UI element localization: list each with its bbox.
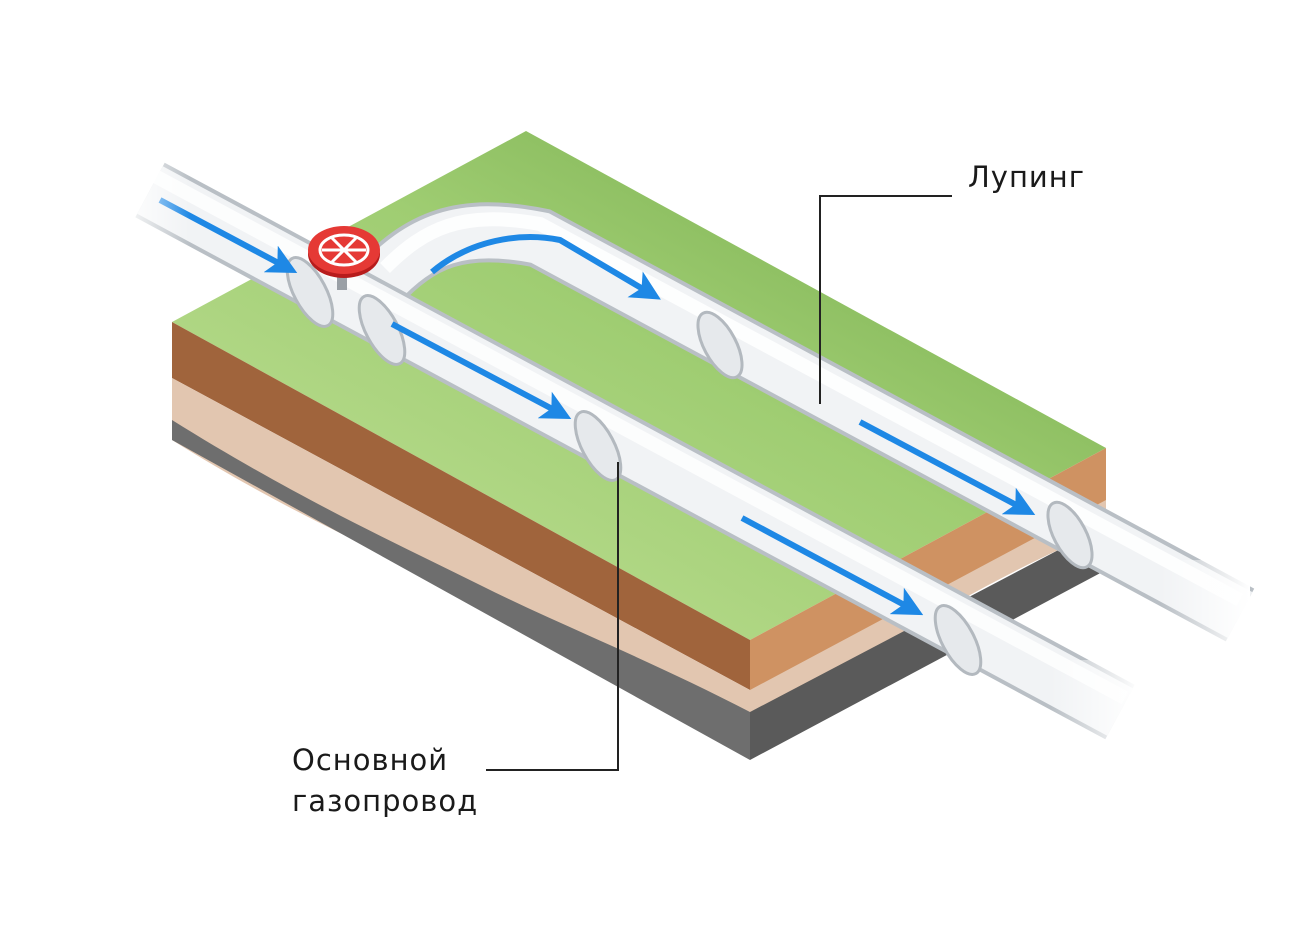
- main-leader-line: [486, 462, 619, 771]
- main-coupling-3: [573, 410, 623, 482]
- flow-arrow-icon: [430, 234, 661, 300]
- looping-coupling-1: [696, 310, 744, 380]
- looping-label: Лупинг: [968, 160, 1085, 194]
- valve-wheel-icon: [308, 226, 380, 290]
- main-pipeline-label-line2: газопровод: [292, 783, 479, 818]
- soil-layer-brown: [172, 322, 750, 690]
- flow-arrow-icon: [390, 321, 572, 420]
- looping-pipe: [356, 202, 1255, 642]
- looping-coupling-2: [1046, 500, 1094, 570]
- flow-arrow-icon: [858, 419, 1036, 516]
- main-pipeline-label: Основной газопровод: [292, 740, 478, 821]
- soil-layer-sand: [172, 378, 750, 712]
- main-coupling-2: [357, 294, 407, 366]
- flow-arrow-icon: [740, 515, 924, 616]
- looping-leader-line: [819, 195, 952, 404]
- main-coupling-4: [933, 604, 983, 676]
- rock-layer: [172, 420, 750, 760]
- main-pipeline: [135, 162, 1135, 740]
- main-pipeline-label-line1: Основной: [292, 743, 449, 777]
